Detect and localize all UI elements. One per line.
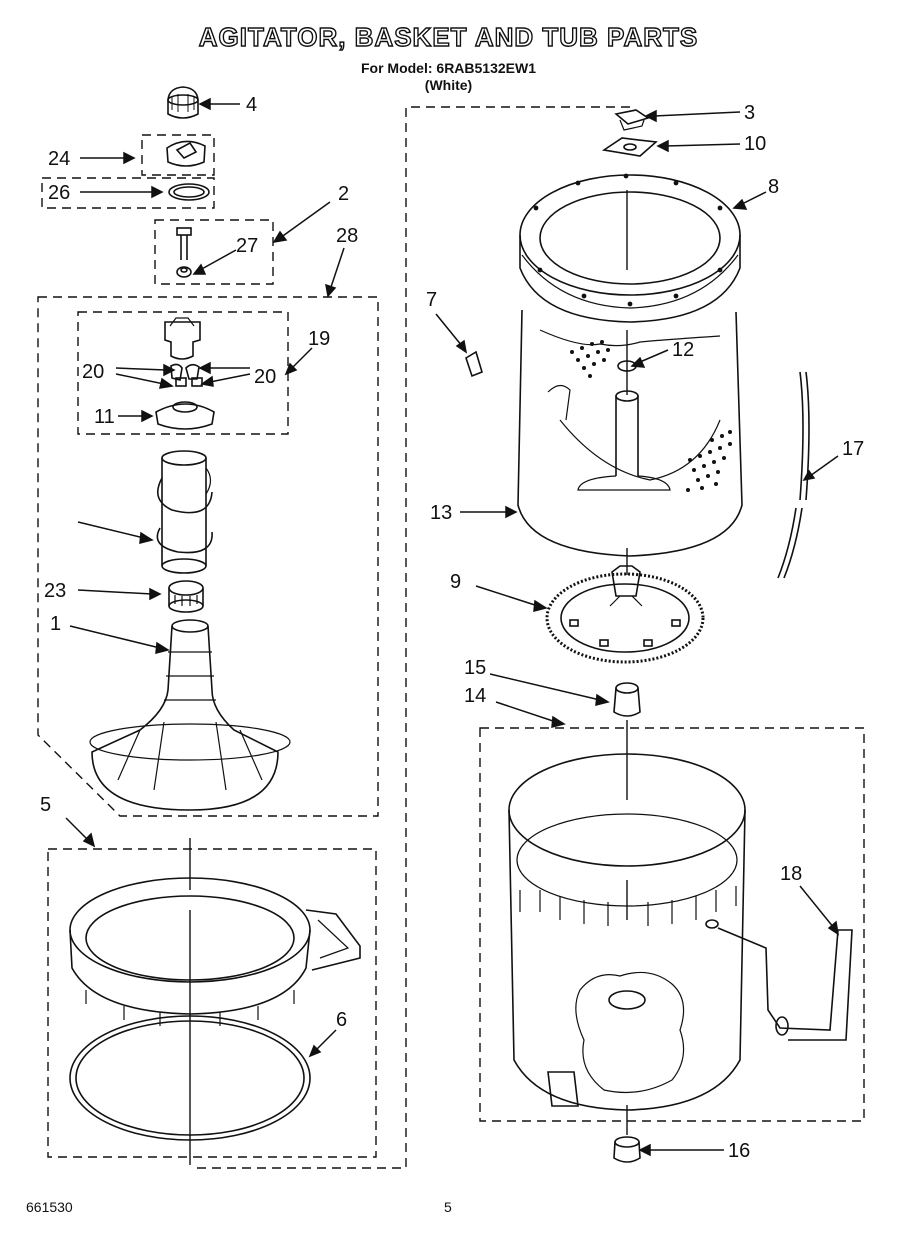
callout-12: 12 (672, 339, 694, 361)
callout-9: 9 (450, 571, 461, 593)
callout-8: 8 (768, 176, 779, 198)
part-7-clip (465, 350, 483, 378)
part-28-agitator-auger (156, 450, 213, 574)
part-4-agitator-cap (167, 86, 199, 119)
part-19-cam-assembly (155, 317, 215, 430)
callout-14: 14 (464, 685, 486, 707)
callout-2: 2 (338, 183, 349, 205)
group-box-23 (141, 134, 215, 176)
page-number: 5 (444, 1199, 452, 1215)
callout-15: 15 (464, 657, 486, 679)
callout-1: 1 (50, 613, 61, 635)
part-22-bearing-ring (168, 580, 204, 613)
group-box-14 (479, 727, 865, 1122)
leader-arrows (65, 97, 840, 1157)
callout-24: 26 (48, 182, 70, 204)
callout-4: 4 (246, 94, 257, 116)
doc-number: 661530 (26, 1199, 73, 1215)
group-box-26 (154, 219, 274, 285)
part-1-agitator-base (89, 619, 291, 811)
part-15-tub-bearing (613, 682, 641, 717)
part-10-clamp (601, 137, 658, 157)
callout-10: 10 (744, 133, 766, 155)
callout-6: 6 (336, 1009, 347, 1031)
axis-lines (189, 190, 628, 1165)
part-26-bolt-washer (176, 227, 192, 278)
callout-7: 7 (426, 289, 437, 311)
callout-27: 28 (336, 225, 358, 247)
callout-22: 23 (44, 580, 66, 602)
color-line: (White) (424, 77, 473, 93)
callout-20-right: 20 (254, 366, 276, 388)
group-box-5 (47, 848, 377, 1158)
part-18-drain-hose (717, 927, 853, 1041)
callout-11: 11 (94, 406, 115, 428)
callout-13: 13 (430, 502, 452, 524)
callout-17: 17 (842, 438, 864, 460)
group-box-27 (37, 296, 379, 817)
callout-18: 18 (780, 863, 802, 885)
callout-20-left: 20 (82, 361, 104, 383)
part-8-balance-ring (519, 173, 741, 323)
group-boxes (37, 106, 865, 1169)
part-16-tub-seal (613, 1136, 641, 1163)
assembly-link-line (192, 106, 630, 1169)
model-line: For Model: 6RAB5132EW1 (360, 60, 537, 76)
part-3-spanner-nut (614, 109, 650, 131)
callout-labels: 4 24 26 2 27 28 19 20 20 11 23 1 5 6 3 1… (40, 94, 864, 1162)
part-6-ring-gasket (69, 1015, 311, 1141)
basket-perforations (570, 340, 732, 492)
callout-19: 19 (308, 328, 330, 350)
callout-26: 27 (236, 235, 258, 257)
part-9-drive-hub (545, 565, 705, 664)
part-23-cap-insert (166, 140, 206, 167)
part-24-o-ring (168, 183, 210, 201)
part-13-spin-basket (517, 309, 743, 557)
callout-5: 5 (40, 794, 51, 816)
group-box-24 (41, 177, 215, 209)
page-title: AGITATOR, BASKET AND TUB PARTS (198, 21, 699, 52)
callout-23: 24 (48, 148, 70, 170)
callout-3: 3 (744, 102, 755, 124)
part-5-tub-ring (69, 877, 361, 1026)
part-17-hose (777, 371, 810, 579)
callout-16: 16 (728, 1140, 750, 1162)
part-14-outer-tub (508, 753, 746, 1111)
